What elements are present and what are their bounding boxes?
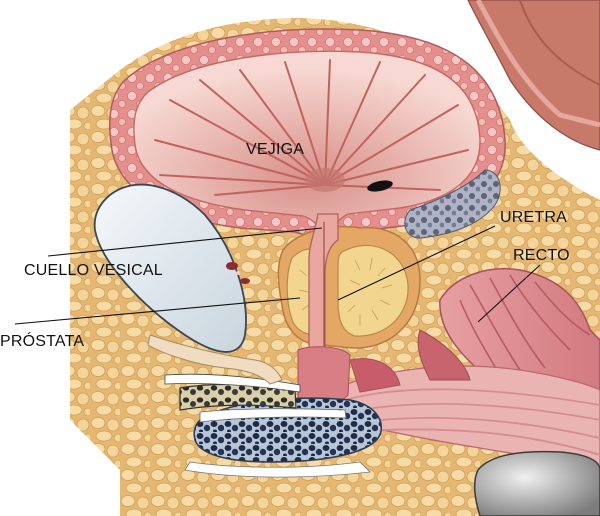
blood-vessels <box>226 262 250 284</box>
leader-line-urethra <box>337 225 496 301</box>
seminal-vesicle <box>404 169 501 239</box>
label-urethra: URETRA <box>500 209 567 226</box>
ureteral-orifice <box>367 180 393 192</box>
bulb-of-penis <box>179 383 297 411</box>
label-bladder: VEJIGA <box>246 141 304 158</box>
leader-line-rectum <box>477 264 541 323</box>
leader-line-bladder-neck <box>47 227 323 257</box>
pubic-bone <box>93 183 247 353</box>
penile-ligament <box>147 334 283 385</box>
prostate-right-lobe <box>337 244 409 337</box>
label-rectum: RECTO <box>513 247 570 264</box>
leader-line-prostate <box>14 297 301 325</box>
peritoneal-space <box>70 0 600 200</box>
coccyx-bone <box>473 450 600 516</box>
leader-lines <box>14 225 541 325</box>
prostate-gland-texture <box>298 257 393 325</box>
mucosal-folds <box>154 59 469 196</box>
label-bladder-neck: CUELLO VESICAL <box>24 262 163 279</box>
label-prostate: PRÓSTATA <box>0 331 84 350</box>
external-sphincter <box>297 346 351 404</box>
rectum-folds <box>459 274 591 376</box>
